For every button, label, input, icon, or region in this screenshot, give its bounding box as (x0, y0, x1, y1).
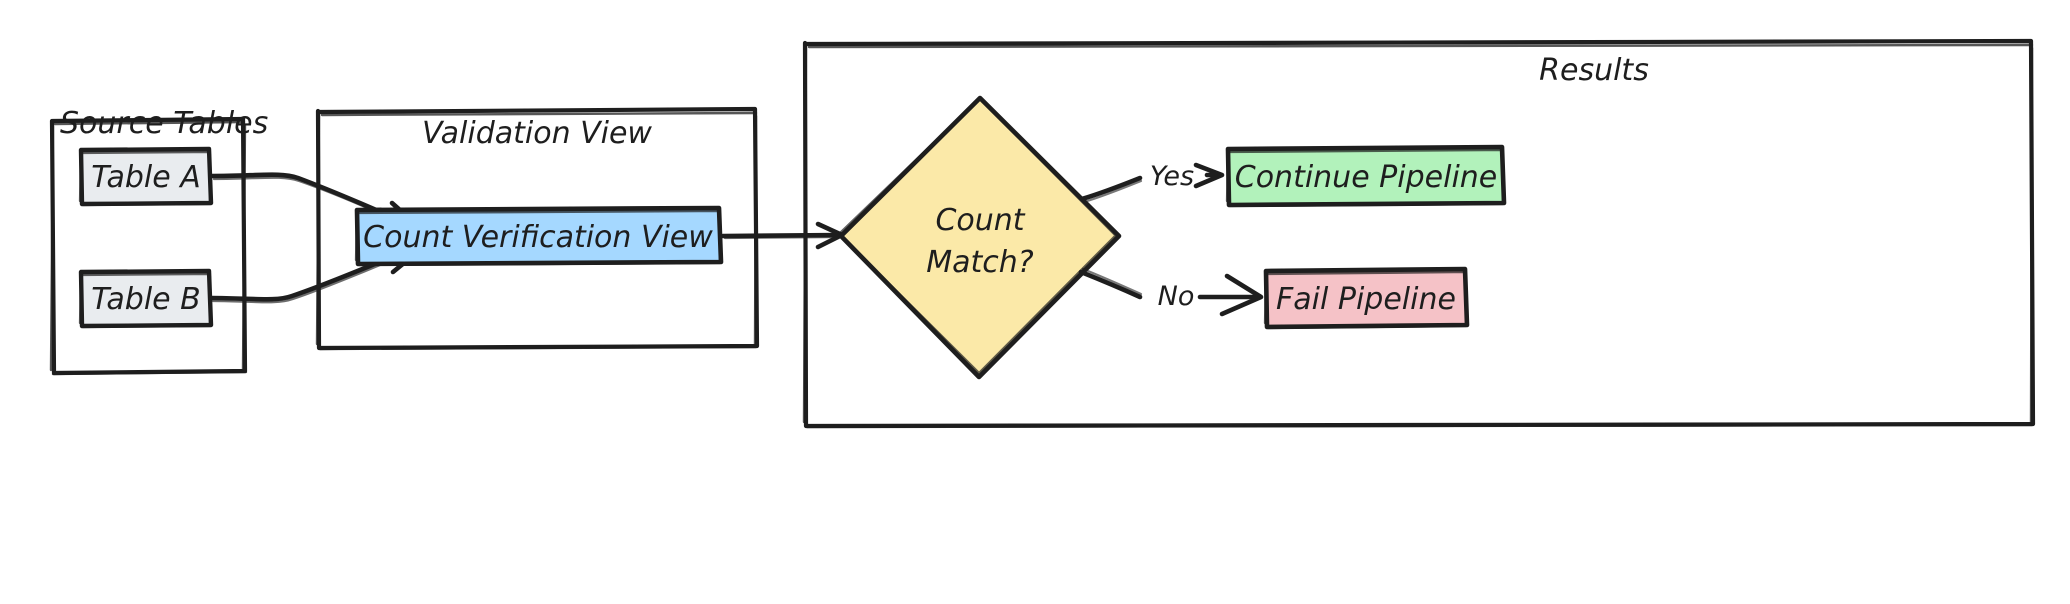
node-table-a-label: Table A (91, 160, 200, 195)
group-source-tables-border-2 (49, 120, 248, 376)
node-table-a[interactable]: Table A (78, 146, 214, 207)
node-table-b-shape-2 (78, 272, 212, 329)
edge-decision-yes-line-2 (1082, 179, 1143, 204)
edge-decision-no[interactable]: No (1078, 267, 1264, 317)
edge-decision-no-arrowhead (1219, 273, 1264, 317)
edge-view-to-decision[interactable] (720, 221, 845, 250)
node-count-verification-view[interactable]: Count Verification View (354, 205, 724, 267)
group-results-border-2 (802, 43, 2034, 429)
edge-view-to-decision-line (720, 232, 843, 239)
edge-decision-no-line-2 (1081, 267, 1143, 296)
group-validation-view-border-2 (315, 111, 758, 351)
edge-decision-yes-label: Yes (1150, 161, 1194, 192)
group-results[interactable]: Results (802, 38, 2036, 429)
edge-decision-yes-arrowhead (1193, 162, 1225, 189)
node-continue-pipeline-shape-2 (1225, 148, 1505, 208)
group-results-label: Results (1539, 53, 1649, 88)
group-validation-view[interactable]: Validation View (315, 106, 760, 351)
node-table-a-shape (78, 146, 214, 207)
node-fail-pipeline-shape (1263, 266, 1470, 330)
group-source-tables-label: Source Tables (60, 106, 268, 141)
edge-view-to-decision-arrowhead (815, 221, 845, 250)
node-count-match[interactable]: Count Match? (837, 95, 1122, 380)
node-table-b-shape (78, 268, 214, 329)
node-table-b[interactable]: Table B (78, 268, 214, 329)
node-continue-pipeline-shape (1225, 144, 1507, 208)
group-source-tables[interactable]: Source Tables (49, 106, 268, 376)
node-count-verification-view-label: Count Verification View (363, 220, 713, 255)
edge-decision-no-line (1078, 269, 1143, 300)
node-table-a-shape-2 (78, 150, 212, 207)
edge-decision-yes-line (1079, 175, 1143, 202)
edge-decision-no-label: No (1158, 281, 1195, 312)
node-fail-pipeline[interactable]: Fail Pipeline (1263, 266, 1470, 330)
node-continue-pipeline[interactable]: Continue Pipeline (1225, 144, 1507, 208)
node-count-match-label-line-2: Match? (926, 245, 1034, 280)
node-fail-pipeline-label: Fail Pipeline (1276, 282, 1456, 317)
node-continue-pipeline-label: Continue Pipeline (1235, 160, 1498, 195)
node-count-match-shape-2 (837, 97, 1120, 377)
node-table-b-label: Table B (91, 282, 201, 317)
node-count-verification-view-shape-2 (354, 209, 722, 267)
edge-decision-yes[interactable]: Yes (1079, 161, 1225, 204)
node-count-verification-view-shape (354, 205, 724, 267)
node-count-match-label-line-1: Count (935, 203, 1025, 238)
group-validation-view-label: Validation View (422, 116, 652, 151)
edge-view-to-decision-line-2 (723, 235, 840, 240)
node-fail-pipeline-shape-2 (1263, 270, 1468, 330)
